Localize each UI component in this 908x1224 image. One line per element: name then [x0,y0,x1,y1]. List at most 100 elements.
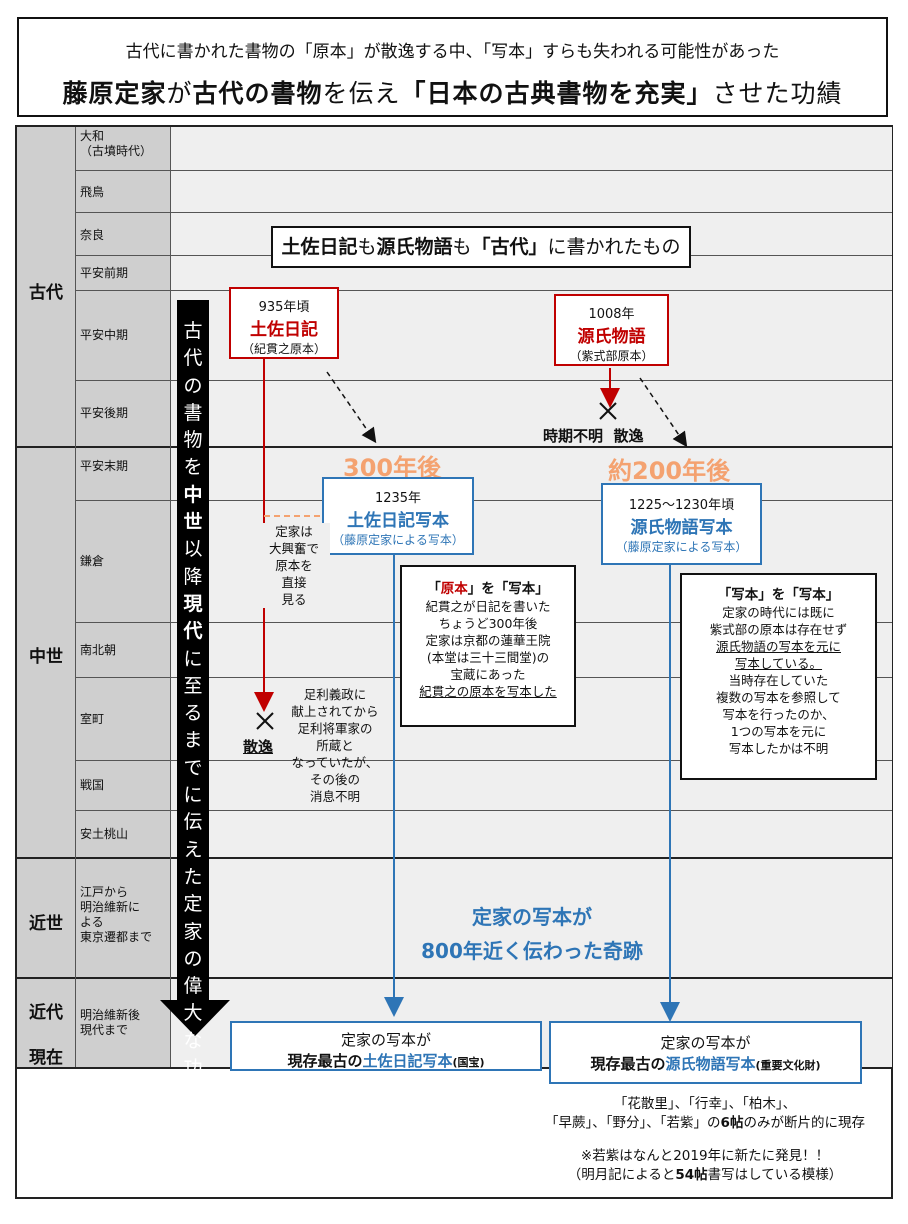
tosa-original-name: 土佐日記 [250,320,318,340]
period-heian-early: 平安前期 [80,266,129,280]
tosa-modern-box: 定家の写本が 現存最古の土佐日記写本(国宝) [230,1021,542,1071]
period-edo: 江戸から明治維新による東京遷都まで [80,885,152,945]
period-yamato: 大和（古墳時代） [80,129,152,159]
title-ga: が [166,79,193,108]
tosa-copy-note-line: (本堂は三十三間堂)の [426,650,550,665]
period-sengoku: 戦国 [80,778,105,792]
tosa-lost-cross-icon [256,712,274,730]
tosa-gap-arrow [326,371,377,444]
genji-modern-line2: 現存最古の源氏物語写本(重要文化財) [551,1053,860,1074]
period-muromachi: 室町 [80,712,105,726]
tosa-copy-year: 1235年 [374,491,422,506]
tosa-modern-oldest: 現存最古の [287,1052,363,1070]
row-divider [75,810,892,811]
kodai-note-mo2: も [452,236,472,258]
period-heian-end: 平安末期 [80,459,129,473]
genji-copy-sub: （藤原定家による写本） [615,540,748,554]
era-kinsei: 近世 [29,914,63,934]
period-kamakura: 鎌倉 [80,554,105,568]
kodai-note-genji: 源氏物語 [376,236,453,258]
genji-modern-name: 源氏物語写本 [665,1055,756,1073]
genji-extant-note: 「花散里」、「行幸」、「柏木」、 「早蕨」、「野分」、「若紫」の6帖のみが断片的… [520,1095,890,1185]
genji-copy-note-line: 写本している。 [734,656,823,671]
tosa-copy-note-h3: 」を「写本」 [467,581,549,597]
timeline-arrow-text: 古代の書物を中世以降現代に至るまでに伝えた定家の偉大な功績 [177,318,209,1110]
genji-copy-name: 源氏物語写本 [630,518,733,538]
timeline-frame [15,125,893,1199]
tosa-copy-box: 1235年 土佐日記写本 （藤原定家による写本） [322,477,474,555]
era-kodai: 古代 [29,283,63,303]
genji-modern-line1: 定家の写本が [660,1034,751,1052]
genji-extant-line3: ※若紫はなんと2019年に新たに発見！！ [580,1148,830,1164]
tosa-lost-line: その後の [309,772,360,787]
era-chusei: 中世 [29,647,63,667]
tosa-copy-sub: （藤原定家による写本） [332,533,464,547]
period-edo-3: よる [80,915,104,929]
genji-extant-line4: （明月記によると54帖書写はしている模様） [520,1166,890,1185]
tosa-lost-line: 献上されてから [291,704,379,719]
tosa-copy-note-line: 定家は京都の蓮華王院 [425,633,551,648]
tosa-original-box: 935年頃 土佐日記 （紀貫之原本） [229,287,339,359]
tosa-copy-note-original: 原本 [440,581,468,597]
genji-extant-line1: 「花散里」、「行幸」、「柏木」、 [613,1096,797,1112]
row-divider [75,290,892,291]
period-nara: 奈良 [80,228,105,242]
tosa-modern-name: 土佐日記写本 [362,1052,453,1070]
era-divider [17,446,892,448]
teika-saw-line: 定家は [275,524,313,539]
period-heian-late: 平安後期 [80,406,129,420]
genji-original-year: 1008年 [588,307,635,322]
row-divider [75,500,892,501]
row-divider [75,380,892,381]
tosa-original-sub: （紀貫之原本） [241,342,326,356]
genji-extant-54: 54帖 [675,1167,708,1183]
kodai-note-tosa: 土佐日記 [281,236,358,258]
tosa-lost-line: 所蔵と [316,738,354,753]
genji-lost-timing: 時期不明 [543,427,604,445]
tosa-original-year: 935年頃 [258,300,310,315]
genji-extant-tail: のみが断片的に現存 [743,1115,865,1131]
genji-gap-label: 約200年後 [608,457,731,485]
column-divider [75,127,76,1067]
genji-extant-tail2: 書写はしている模様） [707,1167,843,1183]
genji-copy-box: 1225～1230年頃 源氏物語写本 （藤原定家による写本） [601,483,762,565]
genji-modern-box: 定家の写本が 現存最古の源氏物語写本(重要文化財) [549,1021,862,1084]
tosa-lost-line: なっていたが、 [291,755,379,770]
miracle-line-2: 800年近く伝わった奇跡 [421,939,643,963]
period-yamato-1: 大和 [80,129,105,143]
tosa-lost-line: 足利義政に [303,687,367,702]
period-nanbokucho: 南北朝 [80,643,117,657]
genji-lost-scattered: 散逸 [613,427,644,445]
era-divider [17,977,892,979]
title-main: 藤原定家が古代の書物を伝え「日本の古典書物を充実」させた功績 [19,74,886,110]
tosa-copy-note-line: ちょうど300年後 [438,616,538,631]
genji-copy-note-line: 複数の写本を参照して [716,690,841,705]
tosa-copy-note-line: 宝蔵にあった [450,667,526,682]
tosa-copy-note-heading: 「原本」を「写本」 [402,581,574,598]
timeline-arrow-shaft [177,300,209,1002]
kodai-note: 土佐日記も源氏物語も「古代」に書かれたもの [271,226,691,268]
teika-saw-line: 直接 [281,575,307,590]
title-box: 古代に書かれた書物の「原本」が散逸する中、「写本」すらも失われる可能性があった … [17,17,888,117]
kodai-note-tail: に書かれたもの [547,236,681,258]
tosa-lost-line: 足利将軍家の [297,721,373,736]
title-teika: 藤原定家 [62,79,167,108]
teika-saw-line: 見る [281,592,307,607]
period-column [75,127,170,1067]
genji-modern-status: (重要文化財) [755,1059,821,1072]
genji-copy-note-line: 写本を行ったのか、 [722,707,835,722]
period-heian-mid: 平安中期 [80,328,129,342]
tosa-modern-status: (国宝) [452,1056,485,1069]
row-divider [75,760,892,761]
tosa-modern-line2: 現存最古の土佐日記写本(国宝) [232,1050,540,1071]
genji-copy-note-line: 紫式部の原本は存在せず [709,622,848,637]
genji-copy-note-line: 当時存在していた [728,673,829,688]
kodai-note-mo1: も [357,236,377,258]
tosa-lost-line: 消息不明 [309,789,360,804]
row-divider [75,170,892,171]
genji-copy-note-line: 写本したかは不明 [728,741,829,756]
teika-saw-line: 原本を [275,558,313,573]
period-edo-4: 東京遷都まで [80,930,153,944]
era-gendai: 現在 [29,1048,63,1068]
genji-copy-note: 「写本」を「写本」 定家の時代には既に 紫式部の原本は存在せず 源氏物語の写本を… [680,573,877,780]
